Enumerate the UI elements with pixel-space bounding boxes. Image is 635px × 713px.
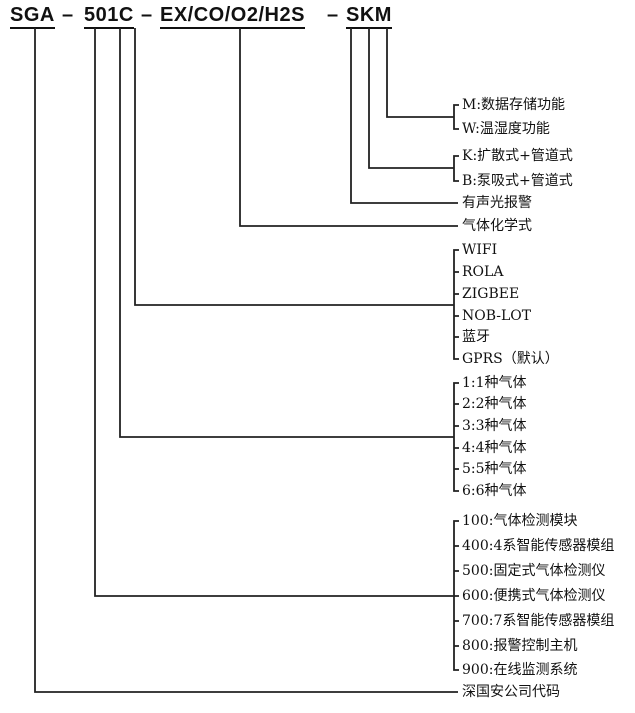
storage-bracket bbox=[453, 104, 459, 130]
gas-count-bracket bbox=[453, 382, 459, 492]
legend-item-series-600: 600:便携式气体检测仪 bbox=[462, 588, 606, 604]
legend-item-comm-noblot: NOB-LOT bbox=[462, 308, 532, 324]
sampling-bracket bbox=[453, 155, 459, 182]
series-connector-line bbox=[94, 28, 454, 597]
sampling-connector-line bbox=[368, 28, 454, 169]
legend-item-storage-m: M:数据存储功能 bbox=[462, 97, 566, 113]
legend-item-gas-formula: 气体化学式 bbox=[462, 218, 532, 234]
legend-item-storage-w: W:温湿度功能 bbox=[462, 121, 550, 137]
legend-item-series-800: 800:报警控制主机 bbox=[462, 638, 578, 654]
model-code-gas-segment: EX/CO/O2/H2S bbox=[160, 4, 305, 29]
legend-item-series-500: 500:固定式气体检测仪 bbox=[462, 563, 606, 579]
gas-count-connector-line bbox=[119, 28, 454, 438]
legend-item-gascount-3: 3:3种气体 bbox=[462, 418, 527, 434]
legend-item-alarm: 有声光报警 bbox=[462, 195, 532, 211]
dash-separator: – bbox=[62, 4, 74, 26]
dash-separator: – bbox=[327, 4, 339, 26]
storage-connector-line bbox=[386, 28, 454, 118]
model-code: SGA – 501C – EX/CO/O2/H2S – SKM bbox=[0, 0, 635, 32]
legend-item-gascount-1: 1:1种气体 bbox=[462, 375, 527, 391]
series-bracket bbox=[453, 520, 459, 671]
legend-item-series-900: 900:在线监测系统 bbox=[462, 662, 578, 678]
legend-item-sampling-k: K:扩散式+管道式 bbox=[462, 148, 573, 164]
legend-item-comm-gprs: GPRS（默认） bbox=[462, 351, 559, 367]
legend-item-series-400: 400:4系智能传感器模组 bbox=[462, 538, 615, 554]
comm-bracket bbox=[453, 249, 459, 360]
legend-item-sampling-b: B:泵吸式+管道式 bbox=[462, 173, 573, 189]
dash-separator: – bbox=[141, 4, 153, 26]
alarm-connector-line bbox=[350, 28, 458, 204]
legend-item-series-100: 100:气体检测模块 bbox=[462, 513, 578, 529]
legend-item-comm-zigbee: ZIGBEE bbox=[462, 286, 520, 302]
formula-connector-line bbox=[239, 28, 458, 227]
legend-item-company-code: 深国安公司代码 bbox=[462, 684, 560, 700]
model-code-series-segment: 501C bbox=[84, 4, 134, 29]
legend-item-gascount-2: 2:2种气体 bbox=[462, 396, 527, 412]
legend-item-gascount-6: 6:6种气体 bbox=[462, 483, 527, 499]
model-code-company-segment: SGA bbox=[10, 4, 55, 29]
company-connector-line bbox=[34, 28, 458, 693]
legend-item-comm-wifi: WIFI bbox=[462, 242, 498, 258]
legend-item-series-700: 700:7系智能传感器模组 bbox=[462, 613, 615, 629]
legend-item-comm-rola: ROLA bbox=[462, 264, 504, 280]
legend-item-comm-bluetooth: 蓝牙 bbox=[462, 329, 490, 345]
legend-item-gascount-4: 4:4种气体 bbox=[462, 440, 527, 456]
legend-item-gascount-5: 5:5种气体 bbox=[462, 461, 527, 477]
comm-connector-line bbox=[134, 28, 454, 306]
